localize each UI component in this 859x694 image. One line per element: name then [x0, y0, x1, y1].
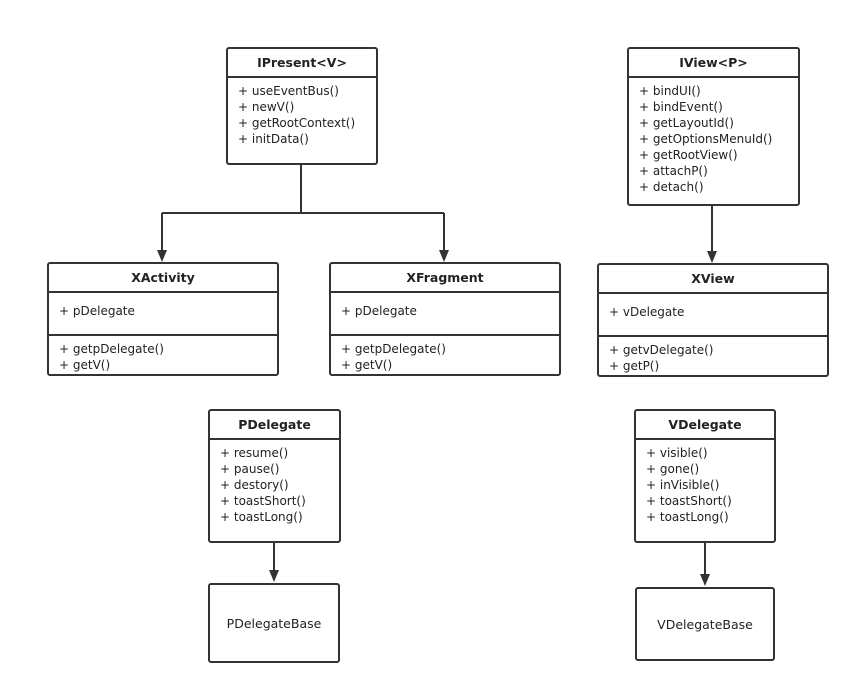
method-item: + getRootContext() [238, 116, 356, 130]
class-xview-methods: + getvDelegate() + getP() [599, 337, 827, 374]
method-item: + resume() [220, 446, 289, 460]
arrowhead-xfragment [439, 250, 449, 262]
method-item: + getV() [341, 358, 393, 372]
class-ipresent[interactable]: IPresent<V> + useEventBus() + newV() + g… [226, 47, 378, 165]
method-item: + destory() [220, 478, 289, 492]
method-item: + attachP() [639, 164, 708, 178]
method-item: + detach() [639, 180, 704, 194]
node-vdelegatebase-label: VDelegateBase [657, 616, 753, 632]
arrowhead-vdelegatebase [700, 574, 710, 586]
method-item: + getRootView() [639, 148, 738, 162]
method-item: + inVisible() [646, 478, 720, 492]
class-xfragment[interactable]: XFragment + pDelegate + getpDelegate() +… [329, 262, 561, 376]
method-item: + getOptionsMenuId() [639, 132, 773, 146]
method-item: + getP() [609, 359, 660, 373]
method-item: + toastLong() [220, 510, 303, 524]
class-vdelegate[interactable]: VDelegate + visible() + gone() + inVisib… [634, 409, 776, 543]
arrowhead-xview [707, 251, 717, 263]
attribute-item: + pDelegate [59, 304, 135, 318]
method-item: + bindEvent() [639, 100, 723, 114]
method-item: + newV() [238, 100, 295, 114]
class-ipresent-title: IPresent<V> [228, 49, 376, 78]
class-pdelegate-methods: + resume() + pause() + destory() + toast… [210, 440, 339, 525]
class-xview-attributes: + vDelegate [599, 294, 827, 337]
attribute-item: + pDelegate [341, 304, 417, 318]
class-xactivity-title: XActivity [49, 264, 277, 293]
method-item: + useEventBus() [238, 84, 339, 98]
class-xview-title: XView [599, 265, 827, 294]
class-xfragment-attributes: + pDelegate [331, 293, 559, 336]
class-xactivity[interactable]: XActivity + pDelegate + getpDelegate() +… [47, 262, 279, 376]
method-item: + toastShort() [220, 494, 306, 508]
class-xfragment-title: XFragment [331, 264, 559, 293]
class-xactivity-attributes: + pDelegate [49, 293, 277, 336]
method-item: + getpDelegate() [341, 342, 446, 356]
class-vdelegate-methods: + visible() + gone() + inVisible() + toa… [636, 440, 774, 525]
node-pdelegatebase-label: PDelegateBase [226, 615, 322, 631]
arrowhead-xactivity [157, 250, 167, 262]
method-item: + getpDelegate() [59, 342, 164, 356]
class-vdelegate-title: VDelegate [636, 411, 774, 440]
attribute-item: + vDelegate [609, 305, 685, 319]
method-item: + initData() [238, 132, 309, 146]
class-pdelegate-title: PDelegate [210, 411, 339, 440]
node-vdelegatebase[interactable]: VDelegateBase [635, 587, 775, 661]
class-pdelegate[interactable]: PDelegate + resume() + pause() + destory… [208, 409, 341, 543]
arrowhead-pdelegatebase [269, 570, 279, 582]
method-item: + getLayoutId() [639, 116, 734, 130]
method-item: + toastShort() [646, 494, 732, 508]
method-item: + bindUI() [639, 84, 701, 98]
method-item: + visible() [646, 446, 708, 460]
class-ipresent-methods: + useEventBus() + newV() + getRootContex… [228, 78, 376, 147]
method-item: + toastLong() [646, 510, 729, 524]
method-item: + getvDelegate() [609, 343, 714, 357]
node-pdelegatebase[interactable]: PDelegateBase [208, 583, 340, 663]
method-item: + getV() [59, 358, 111, 372]
class-xactivity-methods: + getpDelegate() + getV() [49, 336, 277, 373]
method-item: + pause() [220, 462, 280, 476]
class-iview-title: IView<P> [629, 49, 798, 78]
class-iview[interactable]: IView<P> + bindUI() + bindEvent() + getL… [627, 47, 800, 206]
class-iview-methods: + bindUI() + bindEvent() + getLayoutId()… [629, 78, 798, 195]
class-xview[interactable]: XView + vDelegate + getvDelegate() + get… [597, 263, 829, 377]
class-xfragment-methods: + getpDelegate() + getV() [331, 336, 559, 373]
method-item: + gone() [646, 462, 700, 476]
